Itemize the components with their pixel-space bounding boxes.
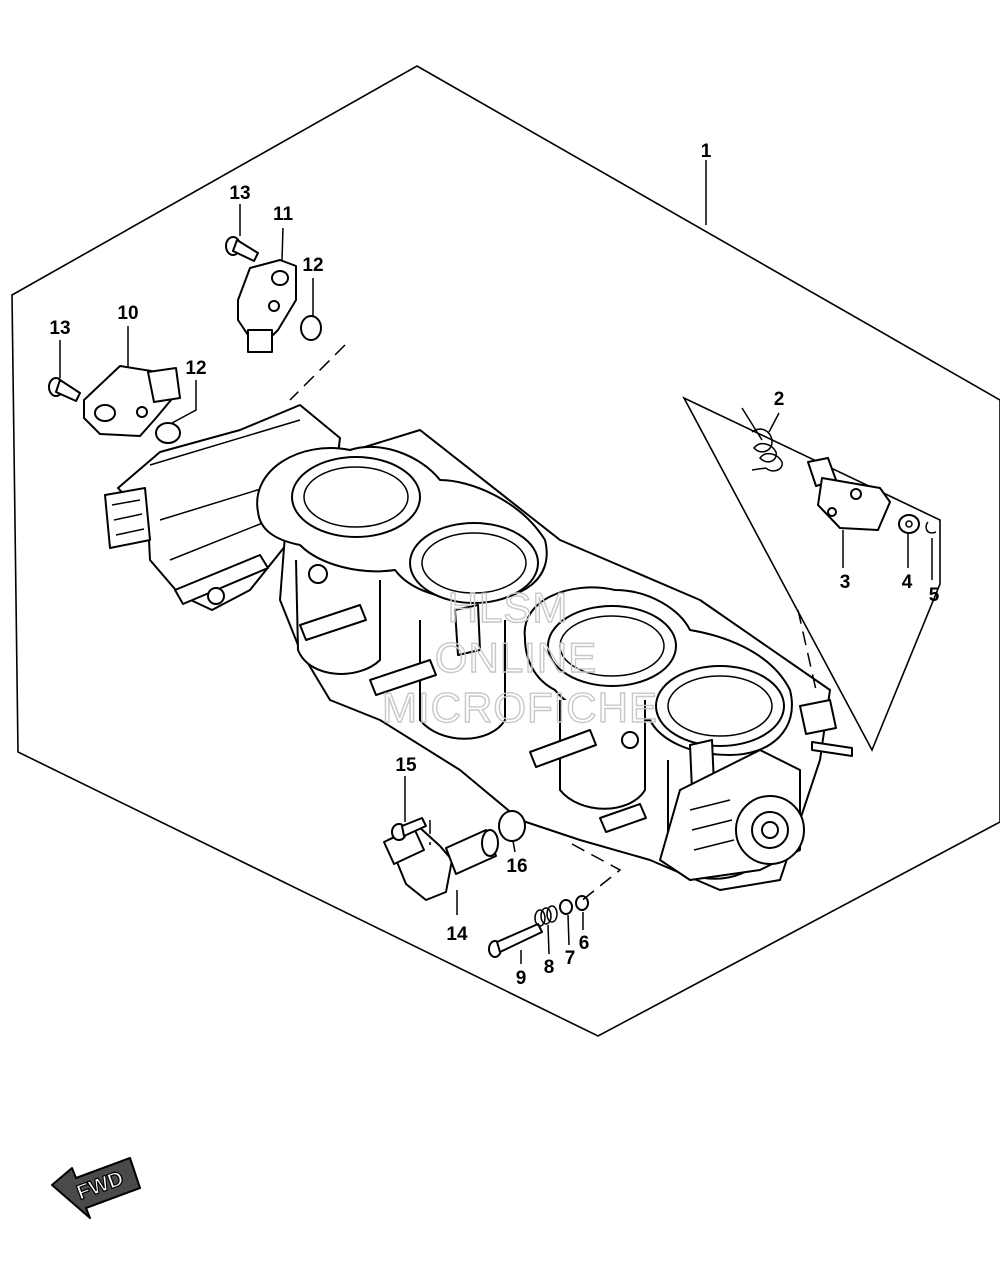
callout-3: 3 [840,572,851,593]
callout-6: 6 [579,933,590,954]
fwd-badge: FWD [51,1157,141,1219]
callout-12-lower: 12 [185,358,206,379]
callout-13-upper: 13 [229,183,250,204]
part-2-spring [741,407,783,472]
callout-16: 16 [506,856,527,877]
callout-14: 14 [446,924,468,945]
watermark-line-1: HLSM [448,584,569,631]
part-4-washer [898,514,920,534]
throttle-body [104,404,853,891]
part-10-sensor [83,365,181,437]
part-13-screw-lower [48,377,81,402]
callout-1: 1 [701,141,712,162]
callout-8: 8 [544,957,555,978]
part-9-screw [488,923,543,958]
watermark: HLSM ONLINE MICROFICHE [381,583,658,731]
subassembly-frame [682,396,941,752]
callout-5: 5 [929,585,940,606]
callout-11: 11 [273,204,294,225]
part-11-sensor [237,259,297,353]
callout-4: 4 [902,572,913,593]
part-12-oring-upper [300,315,322,341]
assembly-frame [11,65,1000,1037]
callout-7: 7 [565,948,576,969]
callout-12-upper: 12 [302,255,323,276]
part-14-sensor [383,825,499,901]
fwd-arrow-icon [51,1157,141,1219]
callout-9: 9 [516,968,527,989]
part-8-spring [534,905,558,927]
callout-10: 10 [117,303,138,324]
part-15-screw [391,817,427,841]
part-5-clip [925,521,937,534]
watermark-line-3: MICROFICHE [382,684,658,731]
part-3-sensor [807,457,891,531]
part-6-oring [575,895,589,911]
part-13-screw-upper [225,236,259,262]
part-7-washer [559,899,573,915]
callout-2: 2 [774,389,785,410]
part-12-oring-lower [155,422,181,444]
part-16-oring [498,810,526,842]
watermark-line-2: ONLINE [435,634,597,681]
callout-13-lower: 13 [49,318,70,339]
callout-15: 15 [395,755,417,776]
